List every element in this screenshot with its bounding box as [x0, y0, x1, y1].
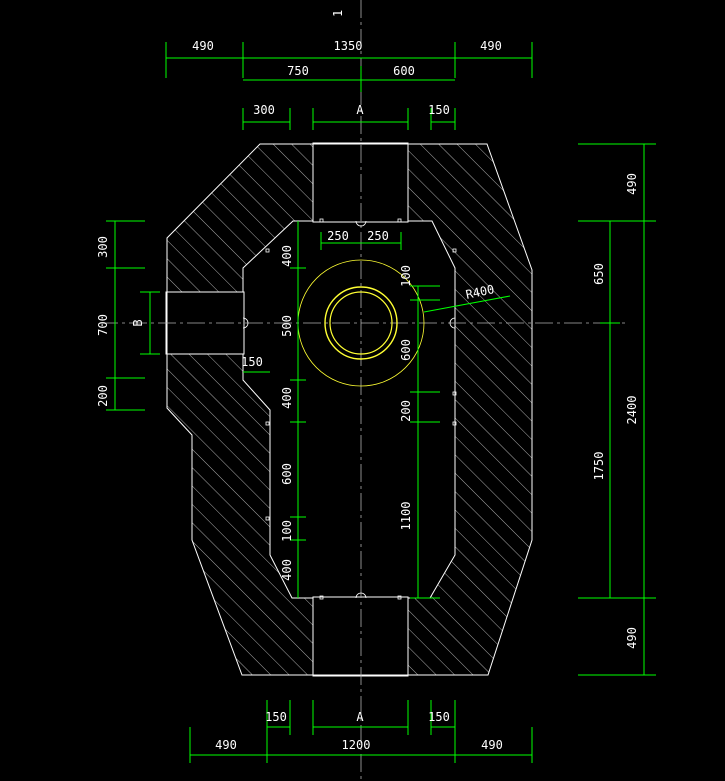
- dim-top-1350: 1350: [334, 39, 363, 53]
- dim-inner-600-left: 600: [280, 463, 294, 485]
- dim-inner-100-right: 100: [399, 265, 413, 287]
- dimension-texts-vertical: 300 700 B 200 490 650 2400 1750 490 400 …: [96, 173, 639, 649]
- section-mark: 1: [331, 10, 345, 17]
- dim-left-B: B: [131, 319, 145, 326]
- dim-right-2400: 2400: [625, 396, 639, 425]
- dim-top-150: 150: [428, 103, 450, 117]
- dim-inner-150: 150: [241, 355, 263, 369]
- centerlines: [100, 0, 625, 781]
- dim-left-200: 200: [96, 385, 110, 407]
- dim-inner-250-right: 250: [367, 229, 389, 243]
- dimension-texts: 490 1350 490 750 600 300 A 150 150 A 150…: [192, 39, 503, 752]
- dim-left-300: 300: [96, 236, 110, 258]
- dim-left-700: 700: [96, 314, 110, 336]
- dim-bottom-150-left: 150: [265, 710, 287, 724]
- dim-inner-500: 500: [280, 315, 294, 337]
- dim-bottom-490-left: 490: [215, 738, 237, 752]
- dim-bottom-1200: 1200: [342, 738, 371, 752]
- dim-inner-400-a: 400: [280, 245, 294, 267]
- dim-top-300: 300: [253, 103, 275, 117]
- dim-right-1750: 1750: [592, 452, 606, 481]
- dim-top-750: 750: [287, 64, 309, 78]
- dim-right-490-bottom: 490: [625, 627, 639, 649]
- dim-inner-200: 200: [399, 400, 413, 422]
- dim-bottom-490-right: 490: [481, 738, 503, 752]
- dim-right-490-top: 490: [625, 173, 639, 195]
- dim-bottom-A: A: [356, 710, 364, 724]
- top-opening: [312, 142, 409, 223]
- dim-inner-250-left: 250: [327, 229, 349, 243]
- dimension-lines: [106, 42, 656, 763]
- dim-top-A: A: [356, 103, 364, 117]
- dim-inner-600-right: 600: [399, 339, 413, 361]
- dim-top-490-left: 490: [192, 39, 214, 53]
- dim-bottom-150-right: 150: [428, 710, 450, 724]
- dim-right-650: 650: [592, 263, 606, 285]
- dim-inner-400-b: 400: [280, 387, 294, 409]
- dim-top-600: 600: [393, 64, 415, 78]
- bottom-opening: [312, 596, 409, 677]
- radius-label: R400: [464, 282, 495, 302]
- dim-inner-100-left: 100: [280, 520, 294, 542]
- dim-inner-400-c: 400: [280, 559, 294, 581]
- chamber-markers: [242, 218, 457, 600]
- wall-hatch: [166, 143, 533, 676]
- dim-inner-1100: 1100: [399, 502, 413, 531]
- dim-top-490-right: 490: [480, 39, 502, 53]
